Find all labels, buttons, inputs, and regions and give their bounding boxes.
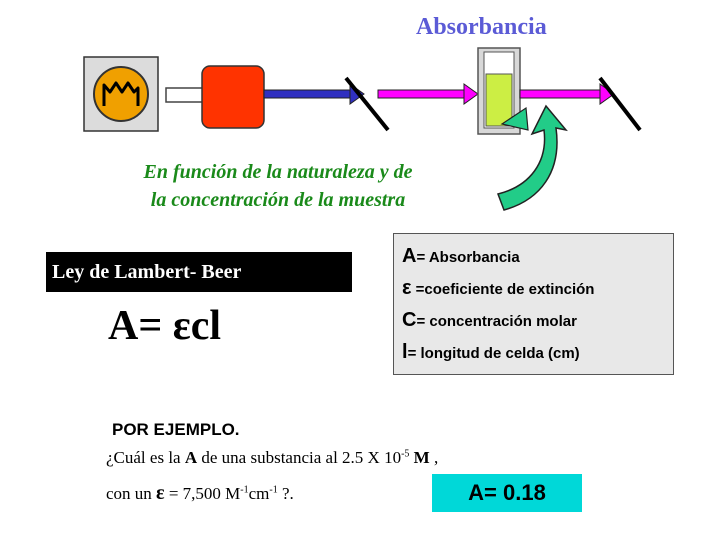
legend-text: = Absorbancia	[416, 249, 520, 266]
legend-row-concentration: C= concentración molar	[402, 304, 665, 336]
legend-symbol: A	[402, 245, 417, 267]
lamp-icon	[83, 56, 159, 132]
diagram-caption: En función de la naturaleza y de la conc…	[78, 158, 478, 214]
legend-symbol: ε	[402, 277, 412, 299]
q2-text-a: con un	[106, 484, 157, 503]
formula-epsilon: ε	[172, 303, 191, 349]
legend-row-extinction: ε =coeficiente de extinción	[402, 272, 665, 304]
q2-text-b: = 7,500 M	[164, 484, 241, 503]
monochromator-icon	[201, 65, 265, 129]
answer-box: A= 0.18	[432, 474, 582, 512]
beer-lambert-formula: A= εcl	[108, 302, 221, 350]
q2-epsilon: ε	[156, 482, 165, 504]
example-question-line-2: con un ε = 7,500 M-1cm-1 ?.	[106, 482, 294, 505]
q2-text-c: cm	[248, 484, 270, 503]
q2-text-d: ?.	[277, 484, 294, 503]
q1-text-b: A	[184, 448, 198, 467]
legend-text: =coeficiente de extinción	[411, 281, 595, 298]
spectrophotometer-diagram	[83, 47, 642, 211]
formula-cl: cl	[190, 303, 222, 349]
legend-text: = concentración molar	[416, 313, 577, 330]
q2-exponent-1: -1	[240, 484, 249, 496]
caption-line-1: En función de la naturaleza y de	[143, 161, 413, 183]
legend-row-length: l= longitud de celda (cm)	[402, 336, 665, 368]
law-name-box: Ley de Lambert- Beer	[46, 252, 352, 292]
detector-slit-icon	[598, 76, 642, 132]
q1-text-a: ¿Cuál es la	[106, 448, 185, 467]
q1-exponent: -5	[401, 448, 410, 460]
transmitted-beam	[519, 83, 615, 105]
transmitted-light-curve-arrow-icon	[497, 104, 568, 211]
legend-row-absorbance: A= Absorbancia	[402, 240, 665, 272]
caption-line-2: la concentración de la muestra	[150, 189, 406, 211]
legend-text: = longitud de celda (cm)	[407, 345, 580, 362]
monochromatic-beam	[263, 83, 365, 105]
example-question-line-1: ¿Cuál es la A de una substancia al 2.5 X…	[106, 448, 438, 468]
q1-text-c: de una substancia al 2.5 X 10	[197, 448, 402, 467]
legend-symbol: C	[402, 309, 417, 331]
example-heading: POR EJEMPLO.	[112, 420, 240, 439]
q2-exponent-2: -1	[269, 484, 278, 496]
sample-cell-icon	[477, 47, 521, 135]
q1-text-d: M	[409, 448, 430, 467]
diagram-title: Absorbancia	[416, 14, 547, 40]
variable-legend: A= Absorbancia ε =coeficiente de extinci…	[393, 233, 674, 375]
formula-a: A=	[108, 303, 163, 349]
incident-beam-to-sample	[377, 83, 479, 105]
slit-icon	[344, 76, 390, 132]
q1-text-e: ,	[429, 448, 439, 467]
legend-symbol: l	[402, 341, 408, 363]
